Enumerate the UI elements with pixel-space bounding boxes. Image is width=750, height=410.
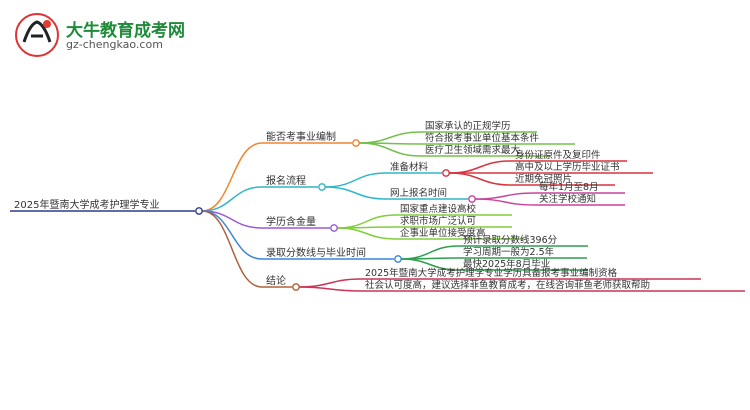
logo-mark-icon (15, 13, 59, 57)
sub-leaf-label-1-0: 每年1月至8月 (539, 181, 599, 193)
sub-leaf-label-1-1: 关注学校通知 (539, 193, 596, 205)
sub-leaf-link-1-0 (474, 192, 536, 200)
leaf-link-4-1 (298, 286, 362, 292)
site-logo[interactable]: 大牛教育成考网 gz-chengkao.com (14, 12, 204, 58)
sub-leaf-label-0-2: 近期免冠照片 (515, 173, 572, 185)
leaf-link-4-0 (298, 278, 362, 288)
branch-dot-1 (318, 183, 326, 191)
mindmap-links (10, 131, 745, 292)
branch-label-2: 学历含金量 (266, 215, 316, 228)
leaf-label-2-1: 求职市场广泛认可 (400, 215, 476, 227)
leaf-link-2-0 (336, 214, 397, 229)
branch-label-3: 录取分数线与毕业时间 (266, 246, 366, 259)
sub-label-0: 准备材料 (390, 161, 429, 173)
branch-link-3 (201, 210, 263, 260)
sub-dot-0 (442, 169, 450, 177)
branch-dot-2 (330, 224, 338, 232)
leaf-label-0-2: 医疗卫生领域需求最大 (425, 144, 521, 156)
mindmap-nodes: 2025年暨南大学成考护理学专业 能否考事业编制 国家承认的正规学历符合报考事业单位… (14, 120, 650, 291)
root-node-label: 2025年暨南大学成考护理学专业 (14, 198, 159, 211)
root-node-dot (195, 207, 203, 215)
leaf-link-2-2 (336, 227, 397, 240)
leaf-link-0-0 (358, 131, 422, 144)
leaf-label-0-0: 国家承认的正规学历 (425, 120, 511, 132)
leaf-label-4-1: 社会认可度高，建议选择菲鱼教育成考，在线咨询菲鱼老师获取帮助 (365, 279, 650, 291)
sub-leaf-link-0-0 (448, 160, 512, 174)
logo-title: 大牛教育成考网 (66, 21, 185, 41)
leaf-label-3-1: 学习周期一般为2.5年 (463, 246, 555, 258)
leaf-label-0-1: 符合报考事业单位基本条件 (425, 132, 540, 144)
sub-leaf-link-0-2 (448, 172, 512, 186)
leaf-link-0-2 (358, 142, 422, 157)
leaf-link-3-2 (400, 258, 460, 271)
logo-url: gz-chengkao.com (66, 38, 163, 51)
branch-dot-4 (292, 283, 300, 291)
leaf-label-2-2: 企事业单位接受度高 (400, 227, 486, 239)
sub-leaf-label-0-0: 身份证原件及复印件 (515, 149, 601, 161)
leaf-label-2-0: 国家重点建设高校 (400, 203, 477, 215)
sub-link-0 (324, 172, 387, 188)
branch-link-4 (201, 210, 263, 288)
leaf-label-4-0: 2025年暨南大学成考护理学专业学历具备报考事业编制资格 (365, 267, 618, 279)
branch-dot-0 (352, 139, 360, 147)
sub-link-1 (324, 186, 387, 200)
branch-label-4: 结论 (266, 274, 286, 287)
sub-label-1: 网上报名时间 (390, 187, 447, 199)
sub-leaf-label-0-1: 高中及以上学历毕业证书 (515, 161, 620, 173)
branch-link-1 (201, 186, 263, 212)
sub-leaf-link-1-1 (474, 198, 536, 206)
leaf-link-3-0 (400, 245, 460, 260)
branch-label-0: 能否考事业编制 (266, 130, 336, 143)
branch-link-0 (201, 142, 263, 212)
leaf-label-3-0: 预计录取分数线396分 (463, 234, 558, 246)
branch-label-1: 报名流程 (266, 174, 306, 187)
leaf-label-3-2: 最快2025年8月毕业 (463, 258, 550, 270)
branch-dot-3 (394, 255, 402, 263)
sub-dot-1 (468, 195, 476, 203)
